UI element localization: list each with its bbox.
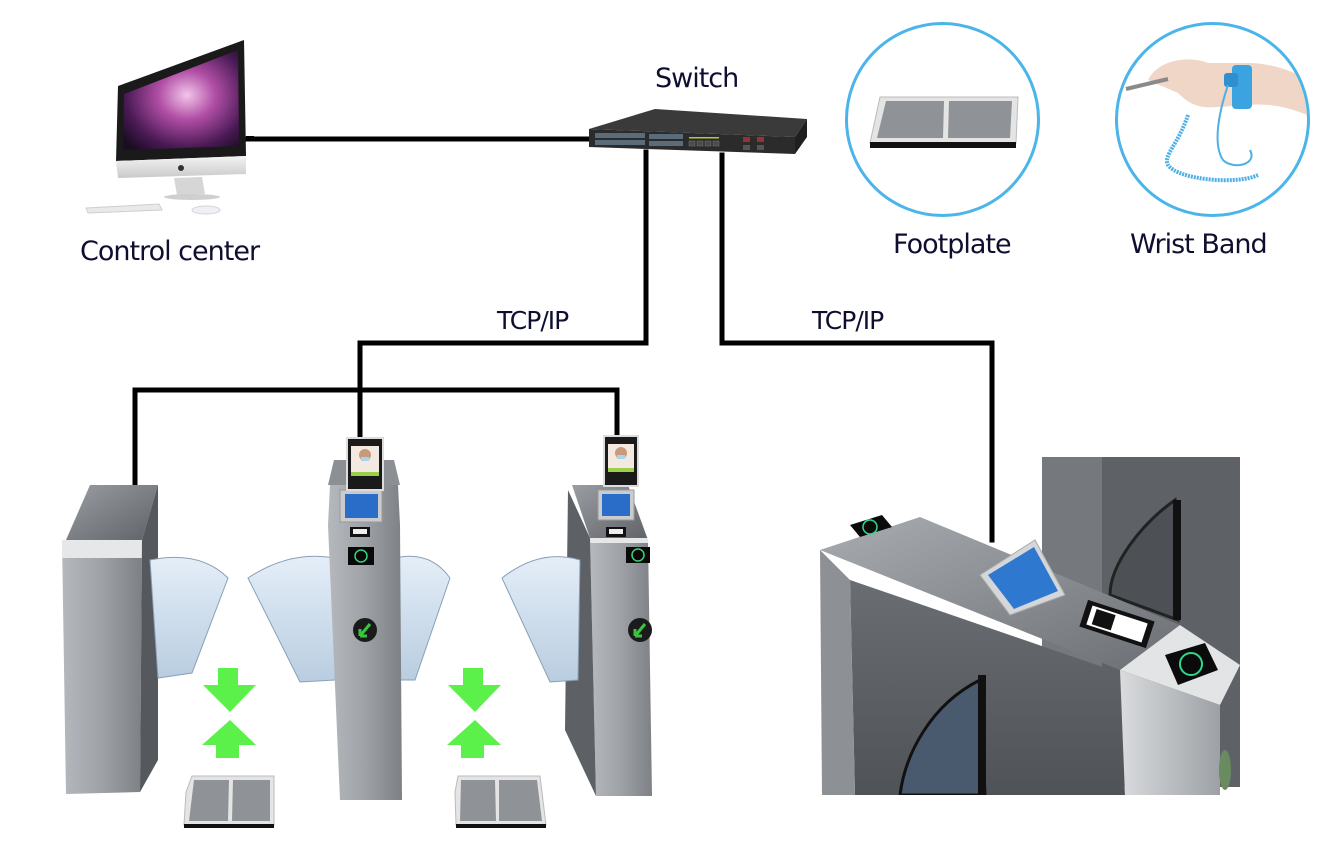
swing-barrier-turnstile	[810, 455, 1240, 795]
glass-flap	[247, 555, 336, 683]
footplate-icon	[869, 96, 1019, 148]
flap-barrier-turnstile-icon	[62, 435, 652, 828]
switch-label: Switch	[655, 63, 739, 94]
footplate-label: Footplate	[893, 229, 1012, 260]
direction-arrow-right	[447, 668, 501, 758]
tablet-display	[979, 539, 1066, 616]
control-center-label: Control center	[80, 236, 260, 267]
face-recognition-terminal-icon	[346, 437, 384, 491]
network-switch-icon	[589, 109, 807, 154]
wrist-band-label: Wrist Band	[1130, 229, 1268, 260]
glass-flap	[394, 555, 451, 681]
direction-arrow-left	[202, 668, 256, 758]
switch-node	[585, 107, 807, 157]
face-recognition-terminal-icon	[603, 435, 639, 487]
swing-barrier-turnstile-icon	[820, 457, 1240, 795]
link-label-left: TCP/IP	[497, 306, 569, 335]
link-switch-to-left-group	[357, 149, 649, 440]
link-switch-to-right-turnstile	[719, 152, 995, 543]
footplate-circle	[845, 22, 1040, 217]
control-center-node	[74, 38, 254, 223]
link-left-group-bus	[132, 387, 620, 488]
flap-barrier-turnstile-group	[50, 430, 700, 850]
desktop-computer-icon	[85, 40, 254, 215]
floor-footplate-right	[454, 775, 547, 828]
wrist-band-circle	[1115, 22, 1310, 217]
floor-footplate-left	[183, 775, 275, 828]
link-label-right: TCP/IP	[812, 306, 884, 335]
glass-flap	[501, 556, 581, 683]
glass-flap	[149, 556, 229, 679]
wrist-band-icon	[1125, 59, 1307, 183]
